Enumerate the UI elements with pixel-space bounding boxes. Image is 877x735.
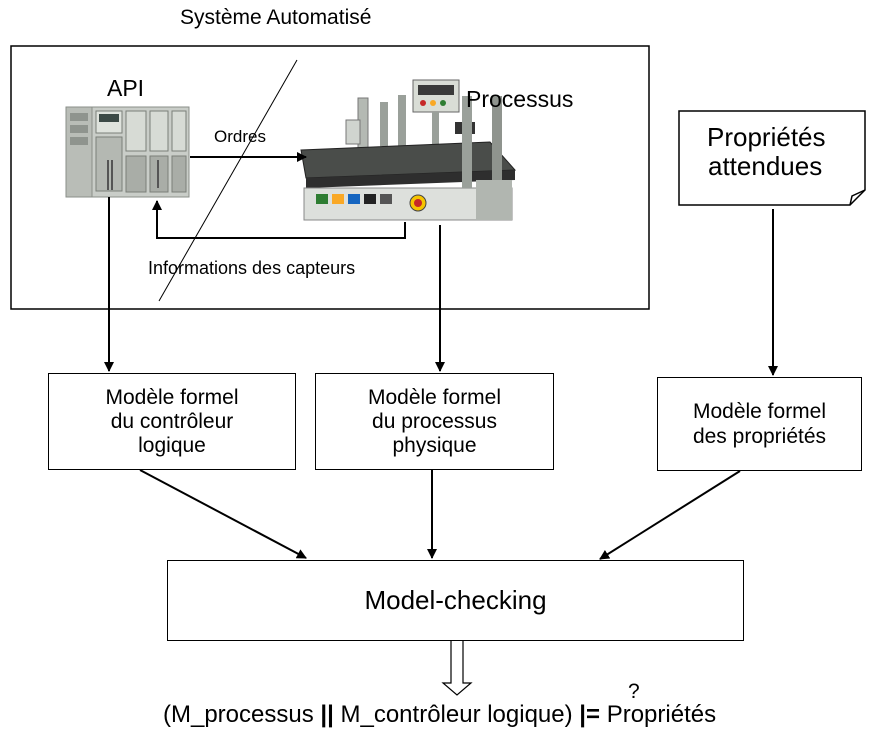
formula-satisfies: |= bbox=[579, 701, 601, 728]
plc-device-image bbox=[65, 106, 190, 198]
properties-to-checker-arrow bbox=[599, 470, 741, 560]
process-model-line3: physique bbox=[392, 433, 477, 457]
model-checking-box: Model-checking bbox=[167, 560, 744, 641]
controller-model-line2: du contrôleur bbox=[110, 409, 234, 433]
controller-model-box: Modèle formel du contrôleur logique bbox=[48, 373, 296, 470]
controller-model-line1: Modèle formel bbox=[105, 385, 239, 409]
process-model-line2: du processus bbox=[372, 409, 497, 433]
properties-note-line2: attendues bbox=[708, 151, 823, 181]
diagonal-divider bbox=[158, 59, 298, 302]
controller-to-checker-arrow bbox=[139, 469, 307, 559]
properties-model-line2: des propriétés bbox=[692, 425, 827, 448]
properties-model-line1: Modèle formel bbox=[692, 400, 827, 423]
system-title: Système Automatisé bbox=[180, 6, 372, 29]
sensor-info-label: Informations des capteurs bbox=[148, 258, 356, 278]
formula-close: Propriétés bbox=[600, 701, 717, 728]
properties-note-line1: Propriétés bbox=[707, 122, 826, 152]
properties-model-box: Modèle formel des propriétés bbox=[657, 377, 862, 471]
properties-note-shape bbox=[678, 110, 866, 206]
process-model-box: Modèle formel du processus physique bbox=[315, 373, 554, 470]
sensor-feedback-arrow bbox=[152, 200, 406, 239]
formula-mid: M_contrôleur logique) bbox=[333, 701, 580, 728]
formula-open: (M_processus bbox=[163, 701, 321, 728]
system-boundary bbox=[10, 45, 650, 310]
verification-formula: (M_processus || M_contrôleur logique) |=… bbox=[163, 701, 716, 729]
formula-parallel: || bbox=[320, 701, 334, 728]
process-model-line1: Modèle formel bbox=[367, 385, 502, 409]
controller-model-line3: logique bbox=[138, 433, 206, 457]
result-hollow-arrow bbox=[441, 639, 473, 696]
automated-process-image bbox=[300, 79, 517, 221]
orders-label: Ordres bbox=[214, 127, 266, 146]
model-checking-label: Model-checking bbox=[364, 585, 547, 615]
plc-label: API bbox=[107, 75, 145, 101]
satisfaction-question-mark: ? bbox=[628, 680, 640, 703]
process-label: Processus bbox=[466, 86, 574, 112]
